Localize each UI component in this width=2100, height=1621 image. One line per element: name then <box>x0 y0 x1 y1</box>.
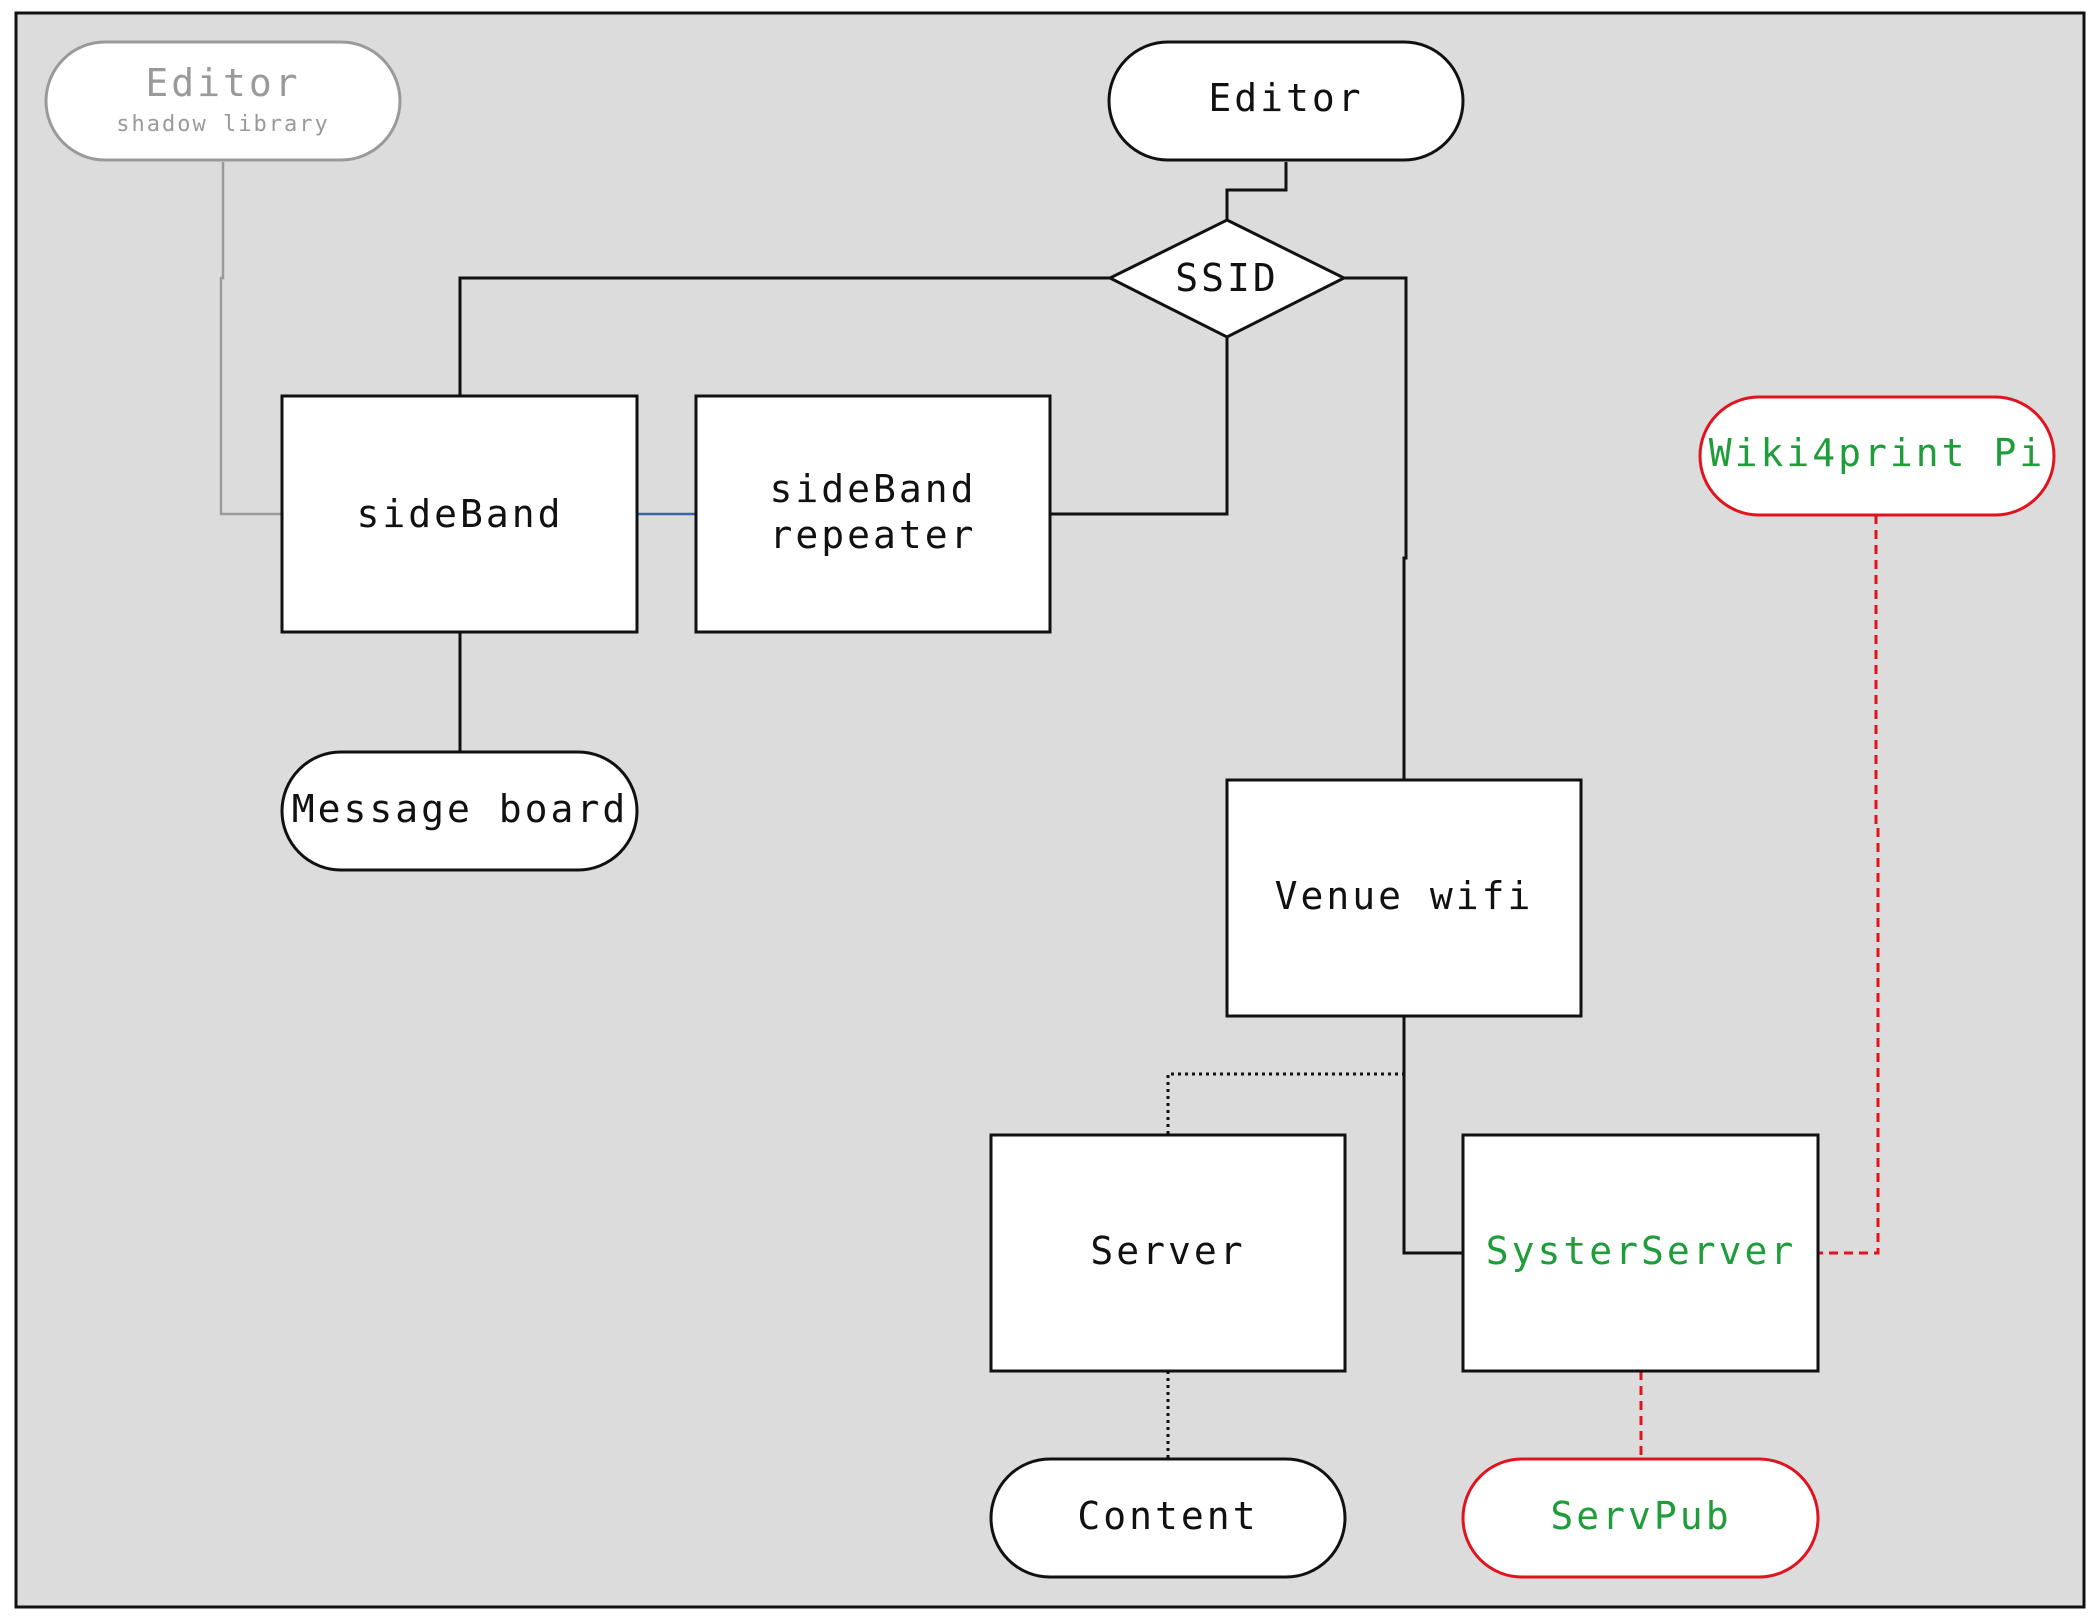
edge-ssid-venue-wifi <box>1344 276 1408 780</box>
node-server[interactable]: Server <box>989 1133 1347 1373</box>
node-wiki4print-pi[interactable]: Wiki4print Pi <box>1698 395 2056 517</box>
edge-venue-wifi-systerserver <box>1402 1017 1463 1255</box>
edge-editor-ssid <box>1225 162 1288 220</box>
edge-ssid-sideband <box>458 276 1110 396</box>
node-sideband-label: sideBand <box>356 492 563 536</box>
node-editor-shadow-subtitle: shadow library <box>116 112 329 137</box>
node-servpub-label: ServPub <box>1550 1494 1731 1538</box>
node-sideband-repeater[interactable]: sideBand repeater <box>694 394 1052 634</box>
node-sideband[interactable]: sideBand <box>280 394 639 634</box>
node-content[interactable]: Content <box>989 1457 1347 1579</box>
node-editor-label: Editor <box>1208 76 1363 120</box>
node-sideband-repeater-line1: sideBand <box>769 467 976 511</box>
node-message-board[interactable]: Message board <box>280 750 639 872</box>
node-content-label: Content <box>1077 1494 1258 1538</box>
node-wiki4print-label: Wiki4print Pi <box>1709 431 2045 475</box>
edge-ssid-sideband-repeater <box>1050 337 1229 516</box>
node-systerserver-label: SysterServer <box>1486 1229 1797 1273</box>
node-message-board-label: Message board <box>292 787 628 831</box>
edge-editor-shadow-sideband <box>219 162 282 516</box>
node-venue-wifi-label: Venue wifi <box>1275 874 1534 918</box>
node-servpub[interactable]: ServPub <box>1461 1457 1820 1579</box>
node-editor-shadow-library[interactable]: Editor shadow library <box>44 40 402 162</box>
node-server-label: Server <box>1090 1229 1245 1273</box>
node-ssid-label: SSID <box>1175 256 1279 300</box>
node-editor[interactable]: Editor <box>1107 40 1465 162</box>
node-ssid[interactable]: SSID <box>1106 218 1348 339</box>
node-systerserver[interactable]: SysterServer <box>1461 1133 1820 1373</box>
node-editor-shadow-title: Editor <box>145 61 300 105</box>
node-venue-wifi[interactable]: Venue wifi <box>1225 778 1583 1018</box>
node-sideband-repeater-line2: repeater <box>769 513 976 557</box>
